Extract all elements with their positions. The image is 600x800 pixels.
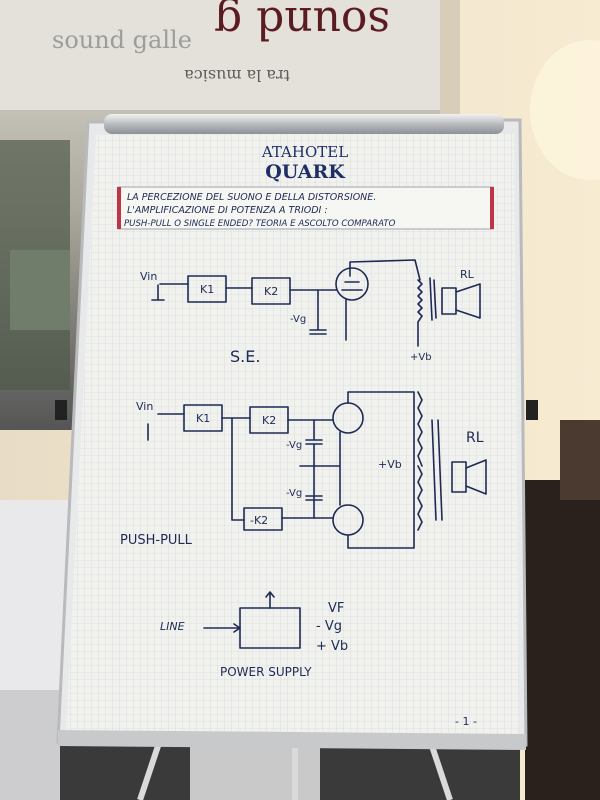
title-line-3: PUSH-PULL O SINGLE ENDED? TEORIA E ASCOL… bbox=[124, 219, 396, 229]
se-vin-label: Vin bbox=[140, 270, 157, 283]
window-logo-text-1: sound g bbox=[214, 0, 390, 48]
pp-vin-label: Vin bbox=[136, 400, 153, 413]
se-caption: S.E. bbox=[230, 347, 260, 366]
se-diagram: Vin K1 K2 -Vg +Vb RL S.E. bbox=[140, 259, 481, 366]
pp-caption: PUSH-PULL bbox=[120, 533, 193, 548]
pp-k2neg-label: -K2 bbox=[250, 514, 268, 527]
page-number: - 1 - bbox=[455, 715, 477, 728]
se-k1-label: K1 bbox=[200, 283, 214, 296]
title-line-2: L'AMPLIFICAZIONE DI POTENZA A TRIODI : bbox=[127, 205, 328, 216]
brand-name-top: ATAHOTEL bbox=[261, 143, 348, 161]
se-vb-label: +Vb bbox=[410, 352, 432, 363]
ps-caption: POWER SUPPLY bbox=[220, 665, 312, 679]
title-line-1: LA PERCEZIONE DEL SUONO E DELLA DISTORSI… bbox=[127, 192, 376, 203]
se-rl-label: RL bbox=[460, 268, 475, 281]
easel bbox=[55, 400, 538, 800]
pp-diagram: Vin K1 K2 -K2 -Vg -Vg +Vb RL PUSH-PULL bbox=[120, 391, 487, 549]
pp-k1-label: K1 bbox=[196, 412, 210, 425]
se-vg-label: -Vg bbox=[290, 314, 306, 325]
window-logo-text-3: tra la musica bbox=[184, 66, 290, 85]
pp-vg1-label: -Vg bbox=[286, 440, 302, 451]
ps-vg-label: - Vg bbox=[316, 619, 342, 634]
paper-clamp-bar bbox=[104, 114, 504, 134]
ps-line-label: LINE bbox=[160, 620, 185, 633]
pp-vb-label: +Vb bbox=[378, 458, 402, 471]
brand-name-bottom: QUARK bbox=[265, 161, 346, 183]
pp-k2-label: K2 bbox=[262, 414, 276, 427]
ps-vf-label: VF bbox=[328, 601, 344, 616]
window-logo: sound g sound galle tra la musica bbox=[52, 0, 390, 85]
power-supply-diagram: LINE VF - Vg + Vb POWER SUPPLY bbox=[160, 591, 348, 679]
ps-vb-label: + Vb bbox=[316, 639, 348, 654]
se-k2-label: K2 bbox=[264, 285, 278, 298]
title-box: LA PERCEZIONE DEL SUONO E DELLA DISTORSI… bbox=[117, 186, 494, 230]
pp-vg2-label: -Vg bbox=[286, 488, 302, 499]
pp-rl-label: RL bbox=[466, 430, 484, 446]
window-logo-text-2: sound galle bbox=[52, 26, 192, 54]
